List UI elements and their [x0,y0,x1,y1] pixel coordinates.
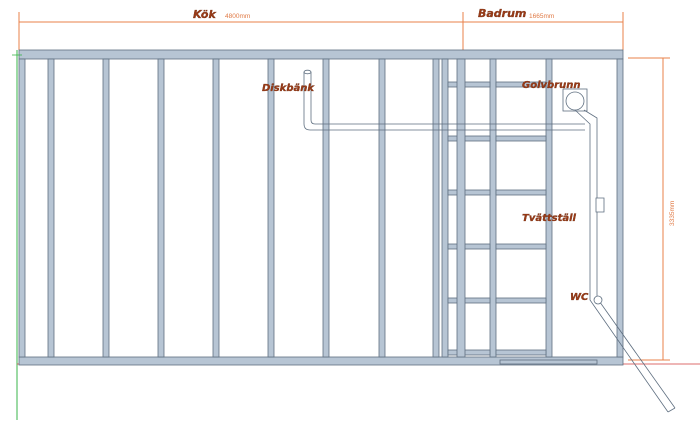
stud [47,58,55,358]
stud [102,58,110,358]
stud [545,58,553,358]
top-plate [18,49,624,60]
noggin [447,189,491,196]
stud [18,58,26,358]
stud [378,58,386,358]
noggin [495,135,547,142]
diskbank-drain-pipe [303,69,585,131]
fixture-label-diskbank: Diskbänk [262,83,315,94]
stud [489,58,497,358]
noggin [447,243,491,250]
top-dimension-line [18,12,624,50]
stud [432,58,440,358]
floor-drain-channel [499,359,598,365]
stud-column-kok-badrum [456,58,466,358]
noggin [447,349,491,356]
bottom-plate [18,356,624,366]
fixture-label-golvbrunn: Golvbrunn [522,80,580,91]
stud [212,58,220,358]
noggin [495,243,547,250]
stud [157,58,165,358]
stud [322,58,330,358]
wc-drain-connection [593,295,603,305]
noggin [447,81,491,88]
fixture-label-tvattstall: Tvättställ [522,213,577,224]
fixture-label-wc: WC [570,292,589,303]
room-dimension-kok: 4800mm [225,13,250,20]
noggins [447,81,547,356]
height-dimension: 3335mm [669,201,676,226]
stud [616,58,624,358]
stud [267,58,275,358]
room-dimension-badrum: 1665mm [529,13,554,20]
room-label-kok: Kök [193,8,216,21]
studs [18,58,624,358]
main-drain-pipe [574,109,676,413]
golvbrunn-drain [562,88,588,112]
noggin [495,81,547,88]
noggin [495,189,547,196]
noggin [495,349,547,356]
noggin [447,135,491,142]
right-dimension-line [628,57,670,361]
stud [441,58,449,358]
noggin [495,297,547,304]
noggin [447,297,491,304]
room-label-badrum: Badrum [478,7,526,20]
tvattstall-drain-stub [595,197,605,213]
